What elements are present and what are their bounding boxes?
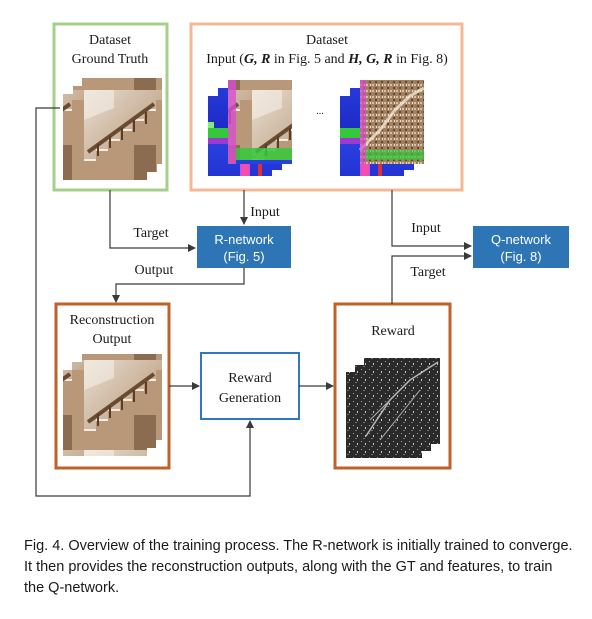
q-network: Q-network (Fig. 8) [473, 226, 569, 268]
arrow-rnet-to-recon [112, 268, 245, 303]
r-network-line2: (Fig. 5) [223, 249, 264, 264]
input-title-line2: Input (G, R in Fig. 5 and H, G, R in Fig… [206, 52, 448, 67]
reward-title: Reward [371, 324, 415, 339]
connectors [35, 107, 472, 497]
reward-gen-line2: Generation [219, 391, 281, 406]
label-target-q: Target [410, 265, 445, 280]
input-stack-left [208, 80, 292, 176]
q-network-line2: (Fig. 8) [500, 249, 541, 264]
reward-generation-box: Reward Generation [200, 352, 300, 420]
input-title-line1: Dataset [306, 33, 348, 48]
q-network-line1: Q-network [491, 232, 551, 247]
label-input-r: Input [250, 205, 280, 220]
recon-image-stack [63, 354, 162, 456]
reward-box: Reward [333, 302, 452, 470]
gt-title-line1: Dataset [89, 33, 131, 48]
arrow-input-to-qnet [391, 190, 472, 250]
r-network-line1: R-network [214, 232, 274, 247]
input-stack-right [340, 80, 425, 176]
recon-line2: Output [93, 332, 132, 347]
reward-image-stack [346, 358, 440, 458]
label-input-q: Input [411, 221, 441, 236]
label-output-r: Output [135, 263, 174, 278]
reconstruction-box: Reconstruction Output [54, 302, 171, 470]
ground-truth-box: Dataset Ground Truth [52, 22, 169, 192]
input-ellipsis: ... [316, 106, 324, 117]
recon-line1: Reconstruction [70, 313, 155, 328]
arrow-gt-to-rnet [109, 190, 196, 252]
label-target-r: Target [133, 226, 168, 241]
r-network: R-network (Fig. 5) [197, 226, 291, 268]
input-box: Dataset Input (G, R in Fig. 5 and H, G, … [189, 22, 464, 192]
gt-title-line2: Ground Truth [72, 52, 149, 67]
gt-image-stack [63, 78, 162, 180]
arrow-gt-loop-to-rewardgen [35, 107, 254, 497]
reward-gen-line1: Reward [228, 371, 272, 386]
figure-caption: Fig. 4. Overview of the training process… [24, 538, 573, 596]
arrow-reward-to-qnet [391, 252, 472, 304]
